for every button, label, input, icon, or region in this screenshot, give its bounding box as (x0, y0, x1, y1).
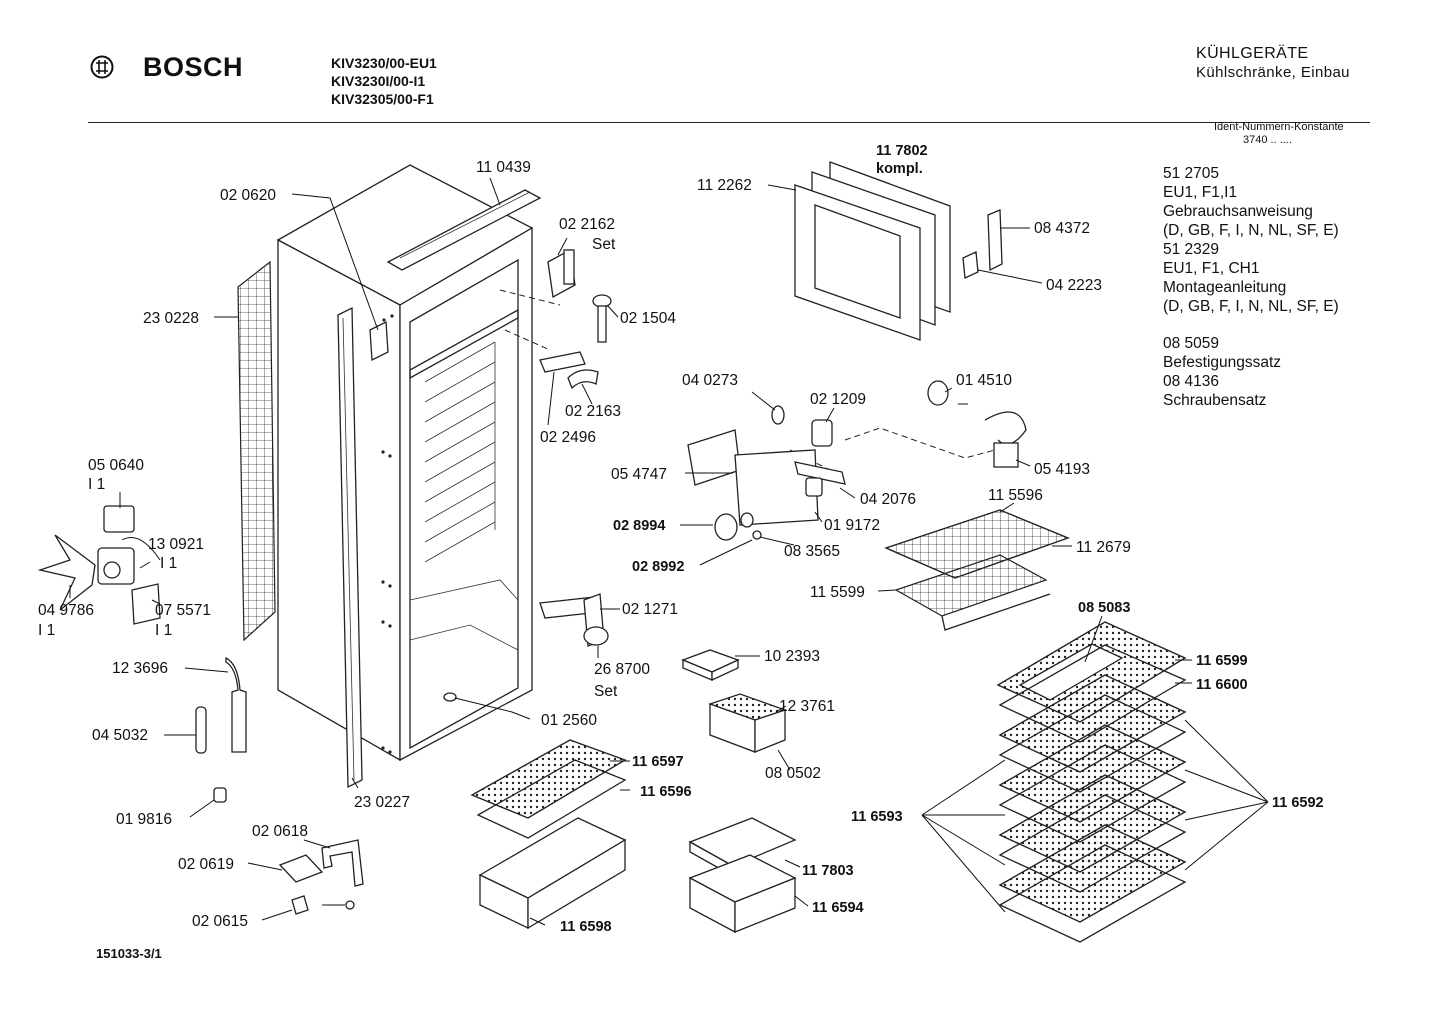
part-label: 11 5599 (810, 584, 865, 601)
part-label: 02 1504 (620, 310, 676, 327)
part-label: 04 2076 (860, 491, 916, 508)
bosch-logo-icon (90, 55, 114, 79)
documents-list: 51 2705 EU1, F1,I1 Gebrauchsanweisung (D… (1163, 164, 1339, 410)
part-label: 11 6600 (1196, 677, 1248, 693)
brand-name: BOSCH (143, 52, 244, 82)
document-line: EU1, F1,I1 (1163, 184, 1238, 201)
door-shelf-stack (996, 621, 1187, 943)
part-label: 23 0227 (354, 794, 410, 811)
part-label: 02 8994 (613, 518, 665, 534)
freezer-drawers (470, 739, 797, 934)
header-divider (88, 122, 1370, 123)
part-label: 11 5596 (988, 487, 1043, 504)
document-line: 51 2705 (1163, 165, 1220, 182)
part-label: 02 2162 (559, 216, 615, 233)
leader-lines (69, 177, 1269, 926)
document-line: (D, GB, F, I, N, NL, SF, E) (1163, 298, 1339, 315)
part-label: 05 4747 (611, 466, 667, 483)
freezer-door (794, 161, 1003, 341)
document-line: Schraubensatz (1163, 392, 1267, 409)
part-label: Set (592, 236, 616, 253)
part-label: 26 8700 (594, 661, 650, 678)
part-label: 02 0618 (252, 823, 308, 840)
part-label: 08 0502 (765, 765, 821, 782)
thermostat-assembly (687, 380, 1027, 541)
model-number: KIV3230/00-EU1 (331, 55, 437, 71)
part-label: I 1 (38, 622, 55, 639)
category-block: KÜHLGERÄTE Kühlschränke, Einbau (1196, 44, 1350, 82)
part-label: 11 6593 (851, 809, 903, 825)
document-line: 08 5059 (1163, 335, 1220, 352)
part-label: 11 6596 (640, 784, 692, 800)
category-subtitle: Kühlschränke, Einbau (1196, 64, 1350, 81)
part-label: 11 2262 (697, 177, 752, 194)
small-containers (681, 649, 787, 753)
part-label: 02 2163 (565, 403, 621, 420)
part-label: I 1 (155, 622, 172, 639)
ident-label: Ident-Nummern-Konstante (1214, 121, 1344, 133)
left-small-parts (195, 656, 364, 915)
document-line: Gebrauchsanweisung (1163, 203, 1313, 220)
model-list: KIV3230/00-EU1 KIV3230I/00-I1 KIV32305/0… (331, 54, 437, 108)
part-label: 11 7802 (876, 143, 928, 159)
document-line: Montageanleitung (1163, 279, 1287, 296)
part-label: 11 6594 (812, 900, 864, 916)
part-label: 04 2223 (1046, 277, 1102, 294)
part-label: 11 7803 (802, 863, 854, 879)
model-number: KIV32305/00-F1 (331, 91, 434, 107)
document-line: 08 4136 (1163, 373, 1220, 390)
part-label: 08 5083 (1078, 600, 1130, 616)
part-label: 11 6592 (1272, 795, 1324, 811)
part-label: 04 0273 (682, 372, 738, 389)
part-label: 05 0640 (88, 457, 144, 474)
document-line: 51 2329 (1163, 241, 1220, 258)
part-label: I 1 (160, 555, 177, 572)
cabinet-drawing (237, 164, 542, 789)
part-label: 01 2560 (541, 712, 597, 729)
part-label: 01 9816 (116, 811, 172, 828)
category-title: KÜHLGERÄTE (1196, 45, 1309, 62)
part-label: kompl. (876, 161, 923, 177)
part-label: 02 2496 (540, 429, 596, 446)
part-label: 11 2679 (1076, 539, 1131, 556)
hinge-parts (369, 248, 612, 390)
part-label: 07 5571 (155, 602, 211, 619)
part-label: 02 1271 (622, 601, 678, 618)
drawing-number: 151033-3/1 (96, 946, 162, 961)
part-label: Set (594, 683, 618, 700)
part-label: 10 2393 (764, 648, 820, 665)
part-label: 02 0615 (192, 913, 248, 930)
wire-shelves (884, 509, 1070, 631)
part-label: 02 8992 (632, 559, 684, 575)
document-line: Befestigungssatz (1163, 354, 1282, 371)
part-label: 11 6598 (560, 919, 612, 935)
part-label: 11 6599 (1196, 653, 1248, 669)
part-label: 02 0620 (220, 187, 276, 204)
part-label: 04 5032 (92, 727, 148, 744)
part-label: 01 9172 (824, 517, 880, 534)
part-label: 02 1209 (810, 391, 866, 408)
part-label: 04 9786 (38, 602, 94, 619)
document-line: (D, GB, F, I, N, NL, SF, E) (1163, 222, 1339, 239)
part-label: 11 6597 (632, 754, 684, 770)
fan-motor (37, 505, 161, 625)
part-label: 08 3565 (784, 543, 840, 560)
model-number: KIV3230I/00-I1 (331, 73, 426, 89)
part-label: 12 3696 (112, 660, 168, 677)
part-label: 23 0228 (143, 310, 199, 327)
part-label: 05 4193 (1034, 461, 1090, 478)
part-label: 11 0439 (476, 159, 531, 176)
ident-value: 3740 .. .... (1243, 134, 1292, 146)
part-labels: 11 0439 02 0620 02 2162 Set 23 0228 02 1… (38, 143, 1324, 935)
part-label: I 1 (88, 476, 105, 493)
lower-hinge (539, 593, 609, 647)
part-label: 08 4372 (1034, 220, 1090, 237)
part-label: 13 0921 (148, 536, 204, 553)
part-label: 01 4510 (956, 372, 1012, 389)
part-label: 12 3761 (779, 698, 835, 715)
part-label: 02 0619 (178, 856, 234, 873)
document-line: EU1, F1, CH1 (1163, 260, 1260, 277)
